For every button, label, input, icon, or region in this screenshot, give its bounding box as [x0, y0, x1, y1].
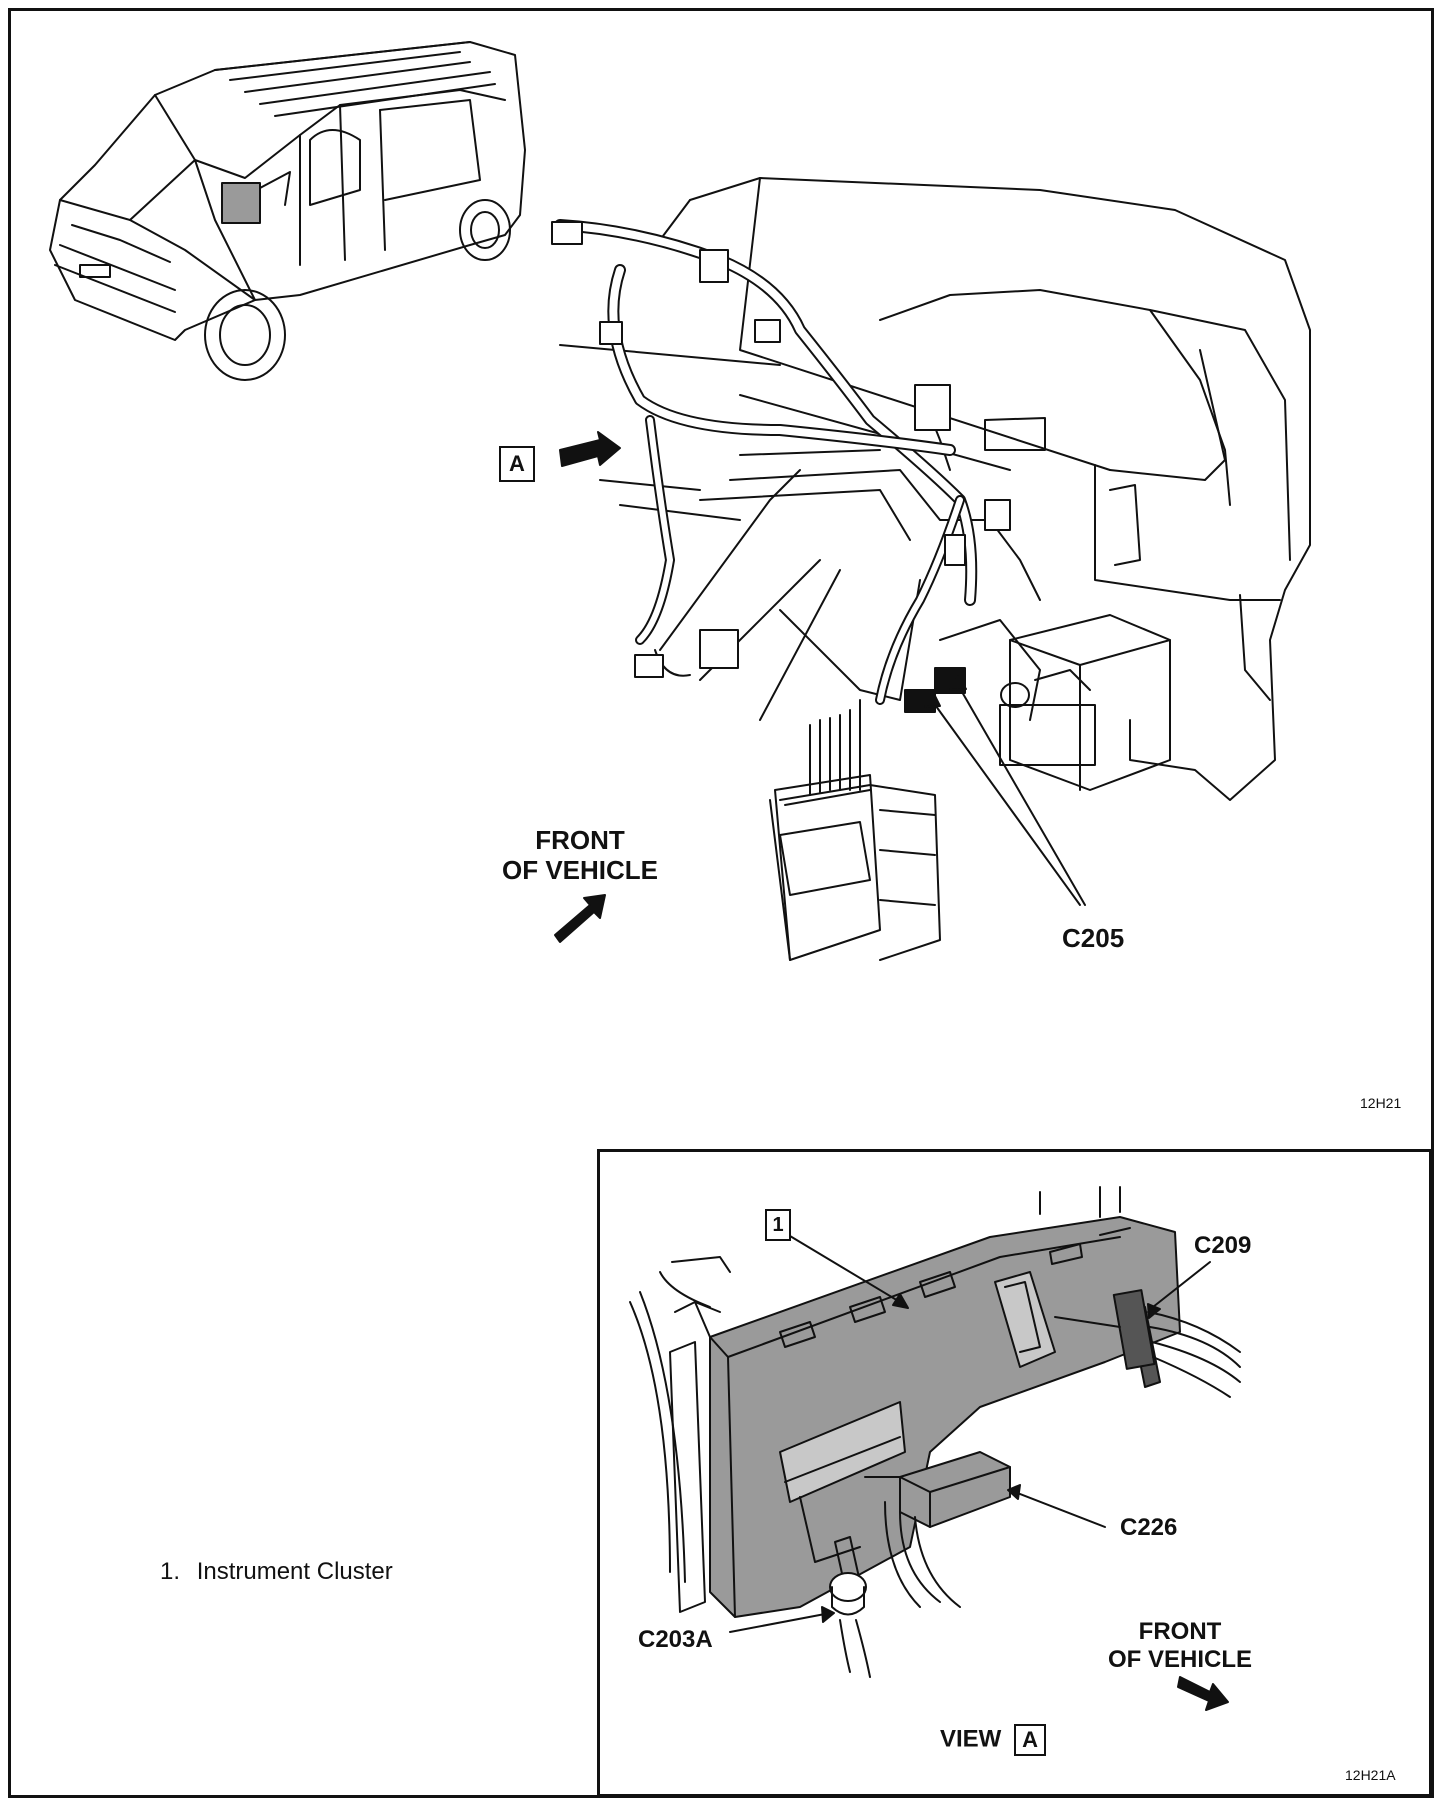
connector-c205-label: C205	[1062, 923, 1125, 953]
legend-item-label: Instrument Cluster	[196, 1558, 393, 1585]
connector-c209-label: C209	[1194, 1232, 1252, 1259]
callout-a-letter: A	[509, 451, 525, 476]
connector-c203a-label: C203A	[638, 1626, 713, 1653]
callout-1-number: 1	[772, 1214, 784, 1236]
view-a-caption-text: VIEW	[940, 1725, 1002, 1753]
dashboard-drawing	[551, 177, 1311, 961]
front-label-line2: OF VEHICLE	[501, 855, 658, 885]
legend-item-number: 1.	[160, 1558, 181, 1585]
view-a-caption: VIEW A	[940, 1724, 1047, 1756]
figure-code-main: 12H21	[1360, 1095, 1402, 1111]
view-a-inset: 1 C209 C226 C203A FRONT OF VEHICLE VIEW …	[597, 1149, 1432, 1797]
view-a-front-line2: OF VEHICLE	[1107, 1646, 1252, 1673]
front-of-vehicle-label: FRONT OF VEHICLE	[490, 825, 670, 885]
figure-code-view-a: 12H21A	[1345, 1767, 1396, 1783]
callout-a-box: A	[499, 446, 535, 482]
view-a-caption-letter: A	[1022, 1727, 1038, 1752]
main-illustration	[49, 41, 1311, 961]
view-a-illustration	[629, 1186, 1241, 1711]
van-locator-drawing	[49, 41, 526, 381]
view-a-caption-letter-box: A	[1014, 1724, 1047, 1756]
callout-1-box: 1	[765, 1209, 791, 1241]
front-label-line1: FRONT	[535, 825, 625, 855]
view-a-front-of-vehicle-label: FRONT OF VEHICLE	[1080, 1618, 1280, 1674]
view-a-front-line1: FRONT	[1138, 1618, 1222, 1645]
connector-c226-label: C226	[1120, 1514, 1178, 1541]
legend-item: 1. Instrument Cluster	[160, 1558, 393, 1586]
